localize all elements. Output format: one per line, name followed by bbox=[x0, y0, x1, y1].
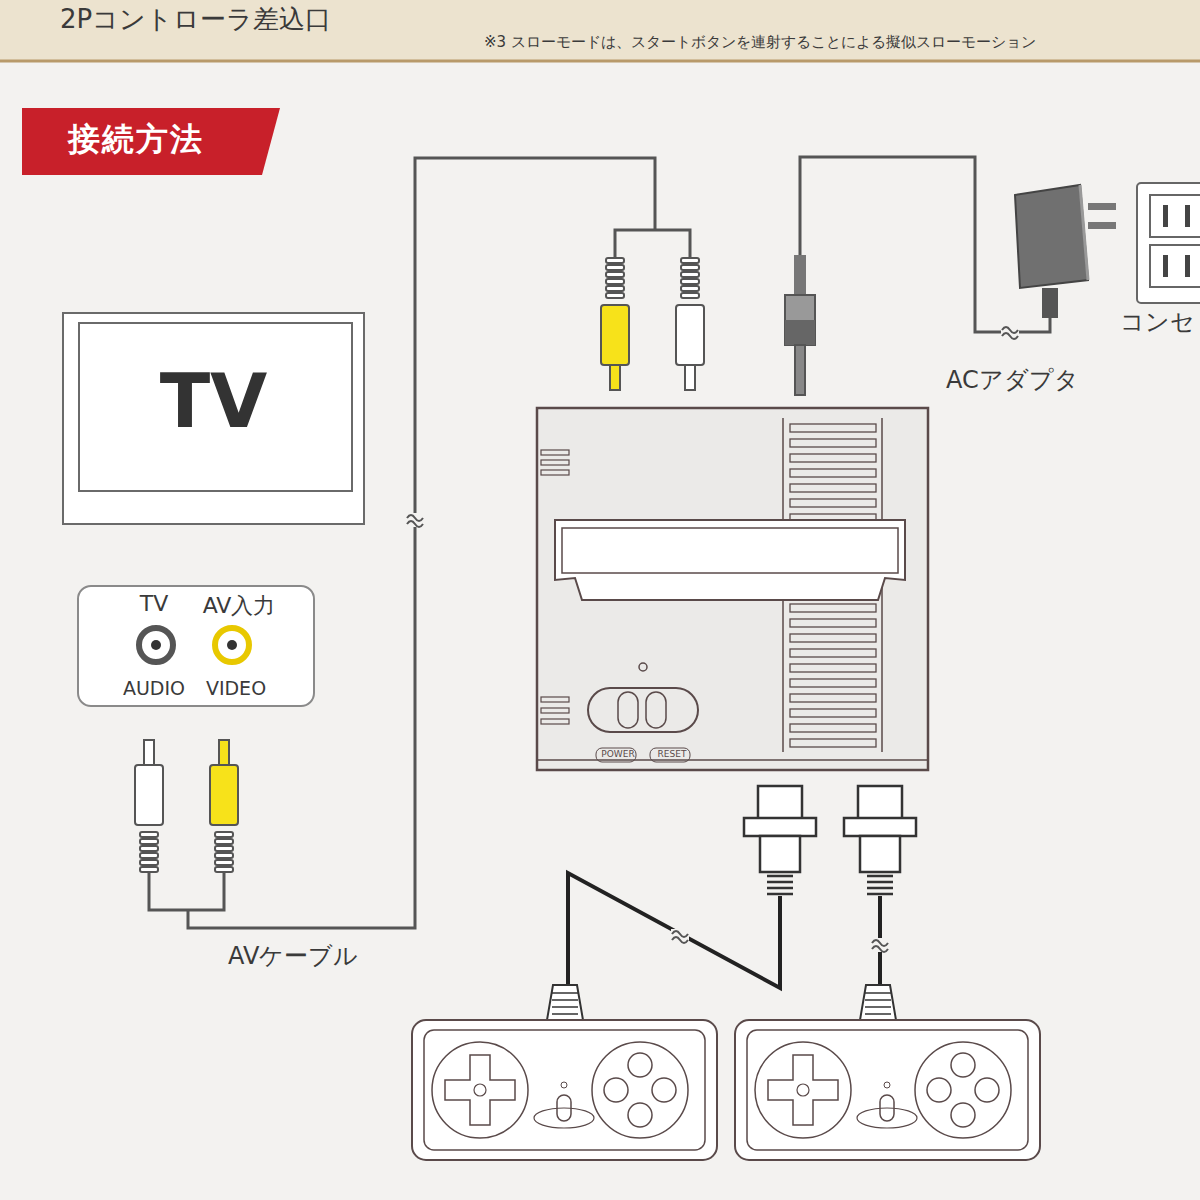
av-cable-wire bbox=[615, 230, 690, 250]
jack-label: AV入力 bbox=[203, 591, 276, 621]
heading-banner bbox=[22, 108, 280, 175]
audio-plug bbox=[676, 250, 704, 390]
audio-plug bbox=[135, 740, 163, 880]
button-label: POWER bbox=[601, 749, 634, 759]
av-input-panel: TV AV入力 AUDIO VIDEO bbox=[77, 585, 315, 707]
page-heading: 2Pコントローラ差込口 bbox=[60, 2, 331, 37]
footnote: ※3 スローモードは、スタートボタンを連射することによる擬似スローモーション bbox=[484, 33, 1036, 52]
video-plug bbox=[601, 250, 629, 390]
wall-outlet bbox=[1137, 183, 1200, 303]
button-label: RESET bbox=[658, 749, 687, 759]
jack-label: TV bbox=[140, 591, 169, 616]
video-plug bbox=[210, 740, 238, 880]
cable-break-mark bbox=[1001, 325, 1019, 339]
tv-set: TV bbox=[62, 312, 365, 525]
top-band bbox=[0, 0, 1200, 60]
jack-label: VIDEO bbox=[206, 677, 266, 699]
band-rule bbox=[0, 60, 1200, 63]
jack-label: AUDIO bbox=[123, 677, 185, 699]
cable-break-mark bbox=[671, 929, 689, 943]
controller bbox=[412, 985, 717, 1160]
cable-break-mark bbox=[871, 938, 889, 952]
av-cable-wire bbox=[149, 880, 224, 910]
cable-break-mark bbox=[406, 513, 424, 527]
dc-plug bbox=[785, 255, 815, 395]
controller-connector bbox=[744, 786, 816, 894]
controller bbox=[735, 985, 1040, 1160]
game-console bbox=[537, 408, 928, 770]
ac-adapter bbox=[1015, 185, 1116, 318]
controller-cord bbox=[568, 873, 780, 988]
part-name: ACアダプタ bbox=[946, 364, 1079, 396]
av-jacks bbox=[79, 587, 313, 705]
controller-connector bbox=[844, 786, 916, 894]
part-name: AVケーブル bbox=[228, 940, 358, 972]
part-name: コンセ bbox=[1120, 306, 1195, 338]
power-cable-wire bbox=[800, 157, 1050, 332]
section-heading: 接続方法 bbox=[68, 118, 204, 162]
tv-label: TV bbox=[64, 358, 363, 444]
